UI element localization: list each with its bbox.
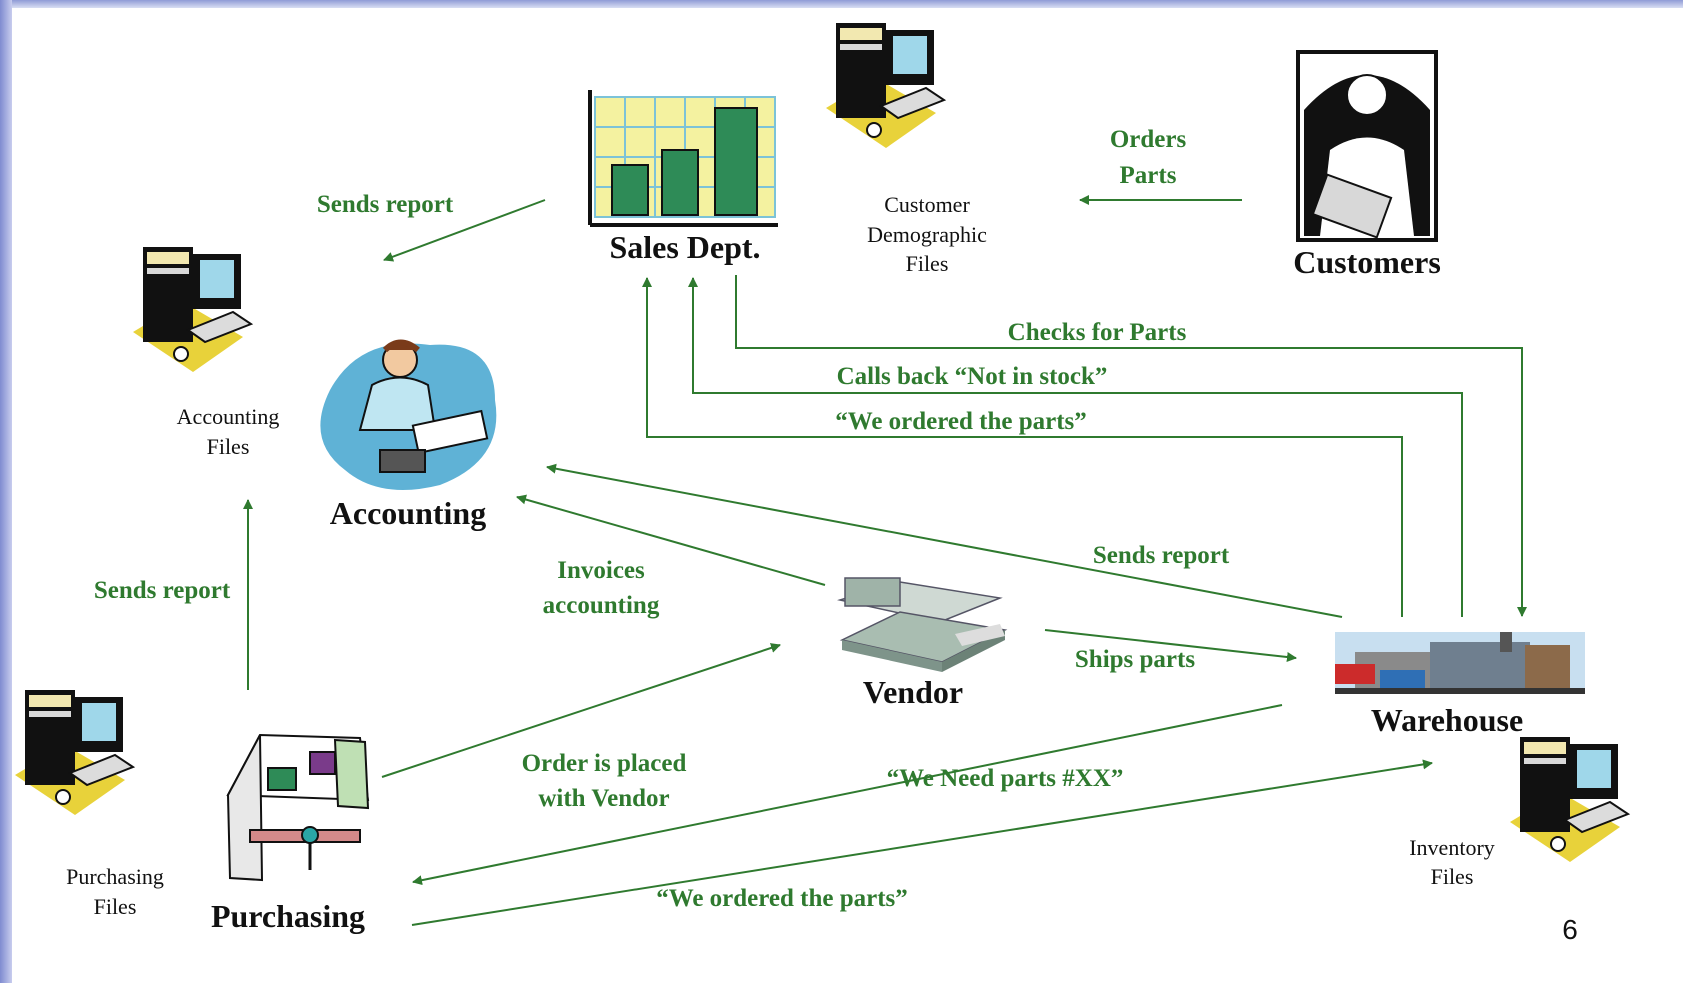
node-accounting: Accounting (330, 495, 486, 531)
flow-invoices-accounting-line-1: Invoices (557, 557, 645, 584)
flow-invoices-accounting-line-2: accounting (543, 592, 660, 619)
arrow-sales-to-warehouse-checks (735, 275, 1527, 617)
inventory-files-line-2: Files (1431, 864, 1474, 889)
arrow-warehouse-to-sales-not-in-stock (688, 277, 1463, 617)
flow-order-placed-line-2: with Vendor (538, 785, 669, 812)
flow-order-placed-line-1: Order is placed (522, 750, 687, 777)
arrow-purchasing-to-vendor (381, 643, 781, 778)
flow-orders-parts-line-2: Parts (1120, 162, 1177, 189)
slide-top-border (0, 0, 1683, 8)
flow-arrows (243, 195, 1527, 926)
arrow-vendor-to-warehouse (1044, 629, 1297, 662)
flow-ships-parts: Ships parts (1075, 646, 1195, 673)
accounting-files-line-1: Accounting (177, 404, 280, 429)
flow-checks-for-parts: Checks for Parts (1008, 319, 1187, 346)
sales-chart-icon (588, 90, 778, 227)
flow-we-ordered-parts-to-warehouse: “We ordered the parts” (656, 885, 908, 912)
flow-we-need-parts: “We Need parts #XX” (887, 765, 1124, 792)
purchasing-files-computer-icon (14, 689, 134, 816)
arrow-warehouse-to-sales-ordered (642, 277, 1403, 617)
purchasing-files-line-2: Files (94, 894, 137, 919)
node-customers: Customers (1293, 244, 1441, 280)
arrow-sales-to-accounting (383, 199, 546, 262)
node-warehouse: Warehouse (1371, 702, 1523, 738)
purchasing-cubicle-icon (226, 733, 370, 882)
flow-sends-report-purchasing: Sends report (94, 577, 231, 604)
arrow-warehouse-to-purchasing (412, 704, 1283, 886)
customer-files-computer-icon (825, 22, 945, 149)
accounting-files-computer-icon (132, 246, 252, 373)
flow-sends-report-sales: Sends report (317, 191, 454, 218)
purchasing-files-line-1: Purchasing (66, 864, 164, 889)
accounting-files-line-2: Files (207, 434, 250, 459)
flow-calls-back-not-in-stock: Calls back “Not in stock” (837, 363, 1108, 390)
accounting-files-label: Accounting Files (177, 404, 280, 459)
accountant-icon (320, 339, 497, 490)
vendor-building-icon (837, 577, 1008, 672)
arrow-warehouse-to-accounting (546, 463, 1343, 618)
arrow-vendor-to-accounting (516, 494, 826, 586)
page-number: 6 (1562, 914, 1578, 945)
slide-left-border (0, 0, 12, 983)
inventory-files-line-1: Inventory (1409, 835, 1495, 860)
node-sales-dept: Sales Dept. (609, 229, 760, 265)
customer-files-line-3: Files (906, 251, 949, 276)
customer-portrait-icon (1296, 50, 1438, 242)
flow-sends-report-warehouse: Sends report (1093, 542, 1230, 569)
customer-files-line-2: Demographic (867, 222, 987, 247)
inventory-files-computer-icon (1509, 736, 1629, 863)
purchasing-files-label: Purchasing Files (66, 864, 164, 919)
customer-files-label: Customer Demographic Files (867, 192, 987, 276)
flow-we-ordered-parts-to-sales: “We ordered the parts” (835, 408, 1087, 435)
customer-files-line-1: Customer (884, 192, 970, 217)
flow-orders-parts-line-1: Orders (1110, 126, 1187, 153)
node-purchasing: Purchasing (211, 898, 365, 934)
inventory-files-label: Inventory Files (1409, 835, 1495, 889)
arrow-purchasing-to-warehouse (411, 759, 1433, 926)
node-vendor: Vendor (863, 674, 963, 710)
warehouse-icon (1335, 632, 1585, 694)
